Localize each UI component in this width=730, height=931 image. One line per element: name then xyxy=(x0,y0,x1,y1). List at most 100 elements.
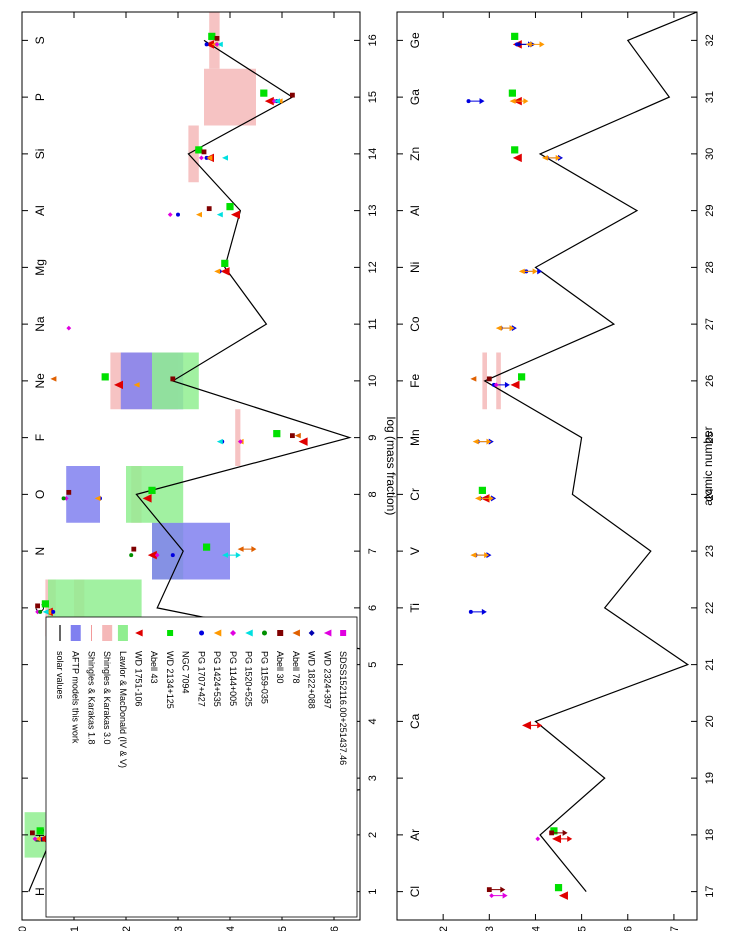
upper-limit-arrowhead xyxy=(481,608,487,615)
data-point xyxy=(508,89,516,97)
data-point xyxy=(260,89,268,97)
data-point xyxy=(131,546,137,552)
z-tick-label: 12 xyxy=(367,261,379,273)
legend-symbol xyxy=(213,629,222,637)
data-point xyxy=(41,600,49,608)
value-tick-label: -5 xyxy=(576,926,588,931)
data-point xyxy=(535,836,541,842)
z-tick-label: 3 xyxy=(367,775,379,781)
data-point xyxy=(511,32,519,40)
legend-label: WD 1751-106 xyxy=(133,651,143,707)
data-point xyxy=(66,489,72,495)
data-point xyxy=(30,830,35,836)
x-axis-label: atomic number xyxy=(701,426,715,505)
data-point xyxy=(201,149,207,155)
element-label: Ga xyxy=(408,89,422,105)
plot-frame xyxy=(396,11,698,921)
value-tick-label: -4 xyxy=(225,926,237,931)
element-label: H xyxy=(33,887,47,896)
element-label: Ca xyxy=(408,713,422,729)
z-tick-label: 23 xyxy=(704,545,716,557)
model-range-box xyxy=(235,409,241,466)
value-tick-label: -6 xyxy=(329,926,341,931)
z-tick-label: 32 xyxy=(704,34,716,46)
element-label: Mg xyxy=(33,259,47,276)
z-tick-label: 5 xyxy=(367,662,379,668)
model-range-box xyxy=(209,12,220,69)
z-tick-label: 25 xyxy=(704,432,716,444)
z-tick-label: 13 xyxy=(367,205,379,217)
value-tick-label: -6 xyxy=(623,926,635,931)
legend-label: Abell 43 xyxy=(149,651,159,684)
data-point xyxy=(101,373,109,381)
legend-label: SDSS152116.00+251437.46 xyxy=(338,651,348,765)
value-tick-label: -5 xyxy=(277,926,289,931)
legend-symbol xyxy=(340,630,347,636)
upper-limit-arrowhead xyxy=(235,552,241,559)
legend-symbol xyxy=(277,630,284,636)
legend-symbol xyxy=(261,630,267,636)
legend-label: Lawlor & MacDonald (IV & V) xyxy=(118,651,128,768)
model-range-box xyxy=(204,68,256,126)
element-label: Ti xyxy=(408,603,422,613)
legend-box xyxy=(45,616,358,918)
element-label: Mn xyxy=(408,429,422,446)
data-point xyxy=(221,259,229,267)
upper-limit-arrowhead xyxy=(488,495,494,502)
element-label: Si xyxy=(33,149,47,160)
data-point xyxy=(264,96,274,106)
value-tick-label: -2 xyxy=(121,926,133,931)
data-point xyxy=(294,432,301,439)
legend-symbol xyxy=(199,630,205,636)
data-point xyxy=(148,486,156,494)
model-range-box xyxy=(126,466,184,523)
value-tick-label: -4 xyxy=(530,926,542,931)
data-point xyxy=(298,437,308,446)
data-point xyxy=(205,40,214,49)
data-point xyxy=(290,433,295,439)
upper-limit-arrowhead xyxy=(479,98,485,105)
element-label: Cl xyxy=(408,886,422,897)
model-range-box xyxy=(496,352,501,410)
z-tick-label: 29 xyxy=(704,205,716,217)
data-point xyxy=(167,212,173,218)
z-tick-label: 22 xyxy=(704,602,716,614)
upper-limit-arrowhead xyxy=(502,892,508,899)
data-point xyxy=(208,32,216,40)
z-tick-label: 15 xyxy=(367,91,379,103)
upper-limit-arrowhead xyxy=(537,268,543,275)
z-tick-label: 17 xyxy=(704,886,716,898)
upper-limit-arrowhead xyxy=(251,546,257,553)
z-tick-label: 6 xyxy=(367,605,379,611)
data-point xyxy=(66,325,72,331)
element-label: Ne xyxy=(33,373,47,389)
data-point xyxy=(133,382,140,388)
data-point xyxy=(216,41,223,48)
data-point xyxy=(231,210,240,219)
z-tick-label: 9 xyxy=(367,435,379,441)
value-tick-label: -3 xyxy=(484,926,496,931)
legend-label: Shingles & Karakas 1.8 xyxy=(86,651,96,745)
data-point xyxy=(206,155,213,161)
legend-symbol xyxy=(292,629,300,637)
data-point xyxy=(470,376,477,382)
upper-limit-arrowhead xyxy=(500,886,506,893)
data-point xyxy=(38,834,48,844)
data-point xyxy=(204,42,209,47)
legend-label: WD 2134+125 xyxy=(165,651,175,709)
panel-lower: -2-3-4-5-6-71718192021222324252627282930… xyxy=(396,11,716,931)
data-point xyxy=(147,550,157,560)
data-point xyxy=(290,92,295,98)
data-point xyxy=(273,430,281,438)
data-point xyxy=(510,380,520,390)
data-point xyxy=(558,891,568,900)
data-point xyxy=(42,609,49,615)
data-point xyxy=(142,494,152,503)
data-point xyxy=(176,212,180,217)
element-label: Cr xyxy=(408,488,422,501)
data-point xyxy=(129,553,134,558)
legend-label: AFTP models this work xyxy=(71,651,81,744)
upper-limit-arrowhead xyxy=(532,268,538,275)
plot-frame xyxy=(21,11,361,921)
